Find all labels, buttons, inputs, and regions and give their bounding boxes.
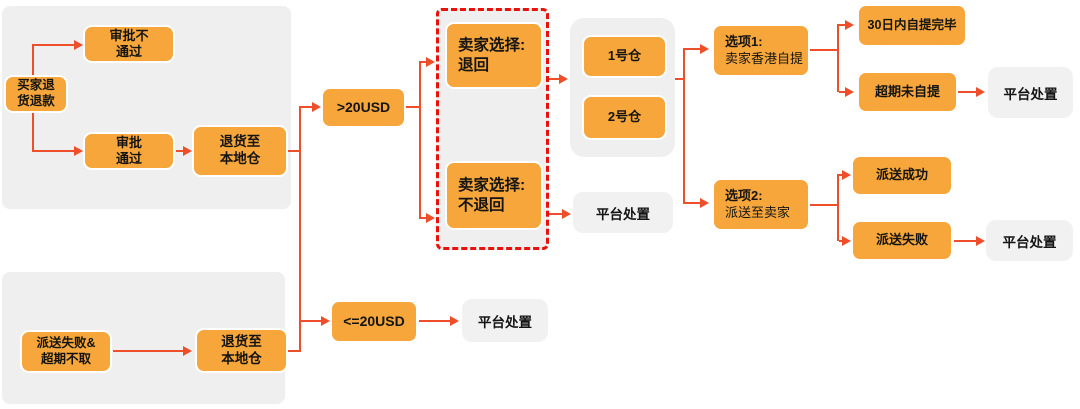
flow-line [675, 78, 685, 80]
arrowhead-icon [426, 213, 435, 223]
flow-line [32, 112, 34, 152]
arrowhead-icon [183, 146, 192, 156]
arrowhead-icon [183, 346, 192, 356]
flow-line [419, 320, 451, 322]
flow-line [301, 320, 322, 322]
flow-line [839, 174, 843, 176]
flow-line [301, 106, 313, 108]
flow-line [299, 106, 301, 352]
arrowhead-icon [321, 316, 330, 326]
node-delivery-failed-unclaimed: 派送失败& 超期不取 [20, 330, 112, 373]
flow-line [288, 150, 301, 152]
flow-line [839, 91, 846, 93]
flow-line [837, 174, 839, 241]
node-seller-choose-return: 卖家选择: 退回 [445, 22, 543, 89]
option1-subtitle: 卖家香港自提 [725, 50, 804, 66]
option2-subtitle: 派送至卖家 [725, 204, 791, 220]
arrowhead-icon [976, 236, 985, 246]
flow-line [32, 44, 75, 46]
arrowhead-icon [562, 209, 571, 219]
arrowhead-icon [845, 20, 854, 30]
arrowhead-icon [976, 87, 985, 97]
arrowhead-icon [700, 198, 709, 208]
arrowhead-icon [450, 316, 459, 326]
arrowhead-icon [74, 40, 83, 50]
flow-line [288, 350, 301, 352]
flow-line [685, 48, 700, 50]
flow-line [810, 204, 838, 206]
node-return-local-warehouse-top: 退货至 本地仓 [192, 125, 288, 177]
node-option1-hk-self-pickup: 选项1: 卖家香港自提 [712, 24, 810, 77]
node-seller-choose-no-return: 卖家选择: 不退回 [445, 161, 543, 230]
arrowhead-icon [312, 102, 321, 112]
flow-line [113, 350, 184, 352]
flow-line [810, 49, 838, 51]
node-pickup-completed-30d: 30日内自提完毕 [857, 4, 967, 47]
arrowhead-icon [842, 236, 851, 246]
node-delivery-failed: 派送失败 [851, 220, 953, 261]
arrowhead-icon [845, 87, 854, 97]
flow-line [32, 150, 74, 152]
node-over-20usd: >20USD [321, 87, 406, 128]
flow-line [954, 240, 977, 242]
node-approval-passed: 审批 通过 [83, 132, 175, 170]
arrowhead-icon [426, 57, 435, 67]
flow-line [839, 24, 846, 26]
node-buyer-return-refund: 买家退 货退款 [4, 75, 68, 113]
flow-line [421, 61, 427, 63]
flow-line [32, 44, 34, 76]
flow-line [839, 240, 843, 242]
node-option2-deliver-to-seller: 选项2: 派送至卖家 [712, 178, 810, 231]
flow-line [685, 202, 700, 204]
node-platform-disposal-no-return: 平台处置 [573, 192, 673, 233]
node-approval-rejected: 审批不 通过 [83, 25, 175, 63]
flow-line [549, 78, 560, 80]
node-warehouse-2: 2号仓 [582, 95, 667, 140]
flow-line [406, 106, 421, 108]
arrowhead-icon [559, 74, 568, 84]
option2-title: 选项2: [725, 188, 763, 204]
option1-title: 选项1: [725, 34, 763, 50]
node-return-local-warehouse-bottom: 退货至 本地仓 [195, 328, 288, 373]
flow-line [837, 24, 839, 92]
arrowhead-icon [74, 146, 83, 156]
node-delivery-success: 派送成功 [851, 155, 953, 196]
node-pickup-overdue: 超期未自提 [857, 71, 958, 113]
flow-line [176, 150, 184, 152]
flow-line [683, 48, 685, 204]
node-platform-disposal-overdue: 平台处置 [988, 67, 1073, 118]
node-platform-disposal-under-20usd: 平台处置 [462, 299, 548, 342]
flow-line [419, 61, 421, 219]
flow-line [958, 91, 977, 93]
node-platform-disposal-delivery-failed: 平台处置 [986, 220, 1073, 261]
flow-line [421, 217, 427, 219]
arrowhead-icon [700, 44, 709, 54]
arrowhead-icon [842, 170, 851, 180]
node-warehouse-1: 1号仓 [582, 35, 667, 78]
node-under-20usd: <=20USD [330, 300, 418, 343]
flow-line [549, 213, 563, 215]
